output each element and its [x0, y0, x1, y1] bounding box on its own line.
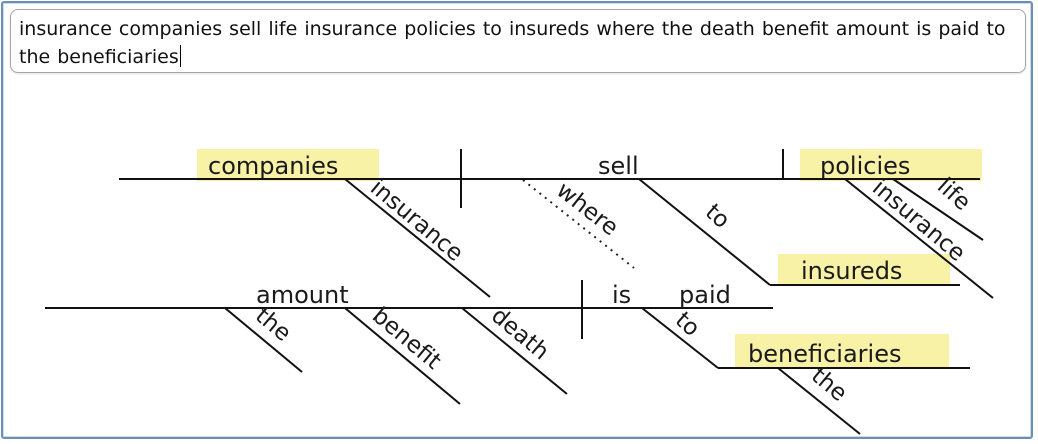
highlight-companies — [197, 149, 379, 181]
modifier-line-the-beneficiaries — [777, 367, 861, 435]
sentence-value: insurance companies sell life insurance … — [19, 18, 1006, 68]
text-caret — [179, 45, 181, 67]
sentence-text: insurance companies sell life insurance … — [19, 15, 1017, 71]
clause2-subject: amount — [256, 281, 349, 309]
highlight-policies — [800, 149, 982, 181]
clause1-object: policies — [820, 152, 910, 180]
clause1-subject: companies — [208, 152, 338, 180]
modifier-line-insurance-object — [844, 178, 994, 299]
sentence-input[interactable]: insurance companies sell life insurance … — [10, 9, 1026, 73]
subject-modifier-benefit: benefit — [367, 303, 446, 375]
subject-modifier-insurance: insurance — [365, 175, 468, 267]
modifier-line-death — [461, 307, 568, 395]
clause1-preposition: to — [700, 199, 735, 234]
modifier-line-life — [892, 178, 984, 241]
clause1-prep-object: insureds — [801, 257, 902, 285]
clause2-preposition: to — [670, 307, 705, 342]
modifier-line-benefit — [344, 307, 461, 405]
connector-where: where — [551, 177, 623, 241]
modifier-line-the-amount — [224, 307, 303, 373]
highlight-beneficiaries — [735, 334, 949, 368]
clause2-verb: paid — [679, 281, 731, 309]
modifier-line-insurance-subject — [344, 178, 491, 298]
prep-line-to-insureds — [638, 178, 771, 286]
clause2-verb-aux: is — [612, 281, 631, 309]
connector-line-where — [522, 179, 635, 269]
highlight-insureds — [778, 254, 950, 286]
clause1-verb: sell — [598, 152, 639, 180]
prep-object-modifier-the: the — [806, 363, 852, 407]
prep-line-to-beneficiaries — [641, 307, 719, 369]
clause2-prep-object: beneficiaries — [748, 340, 901, 368]
subject-modifier-the: the — [250, 303, 296, 347]
